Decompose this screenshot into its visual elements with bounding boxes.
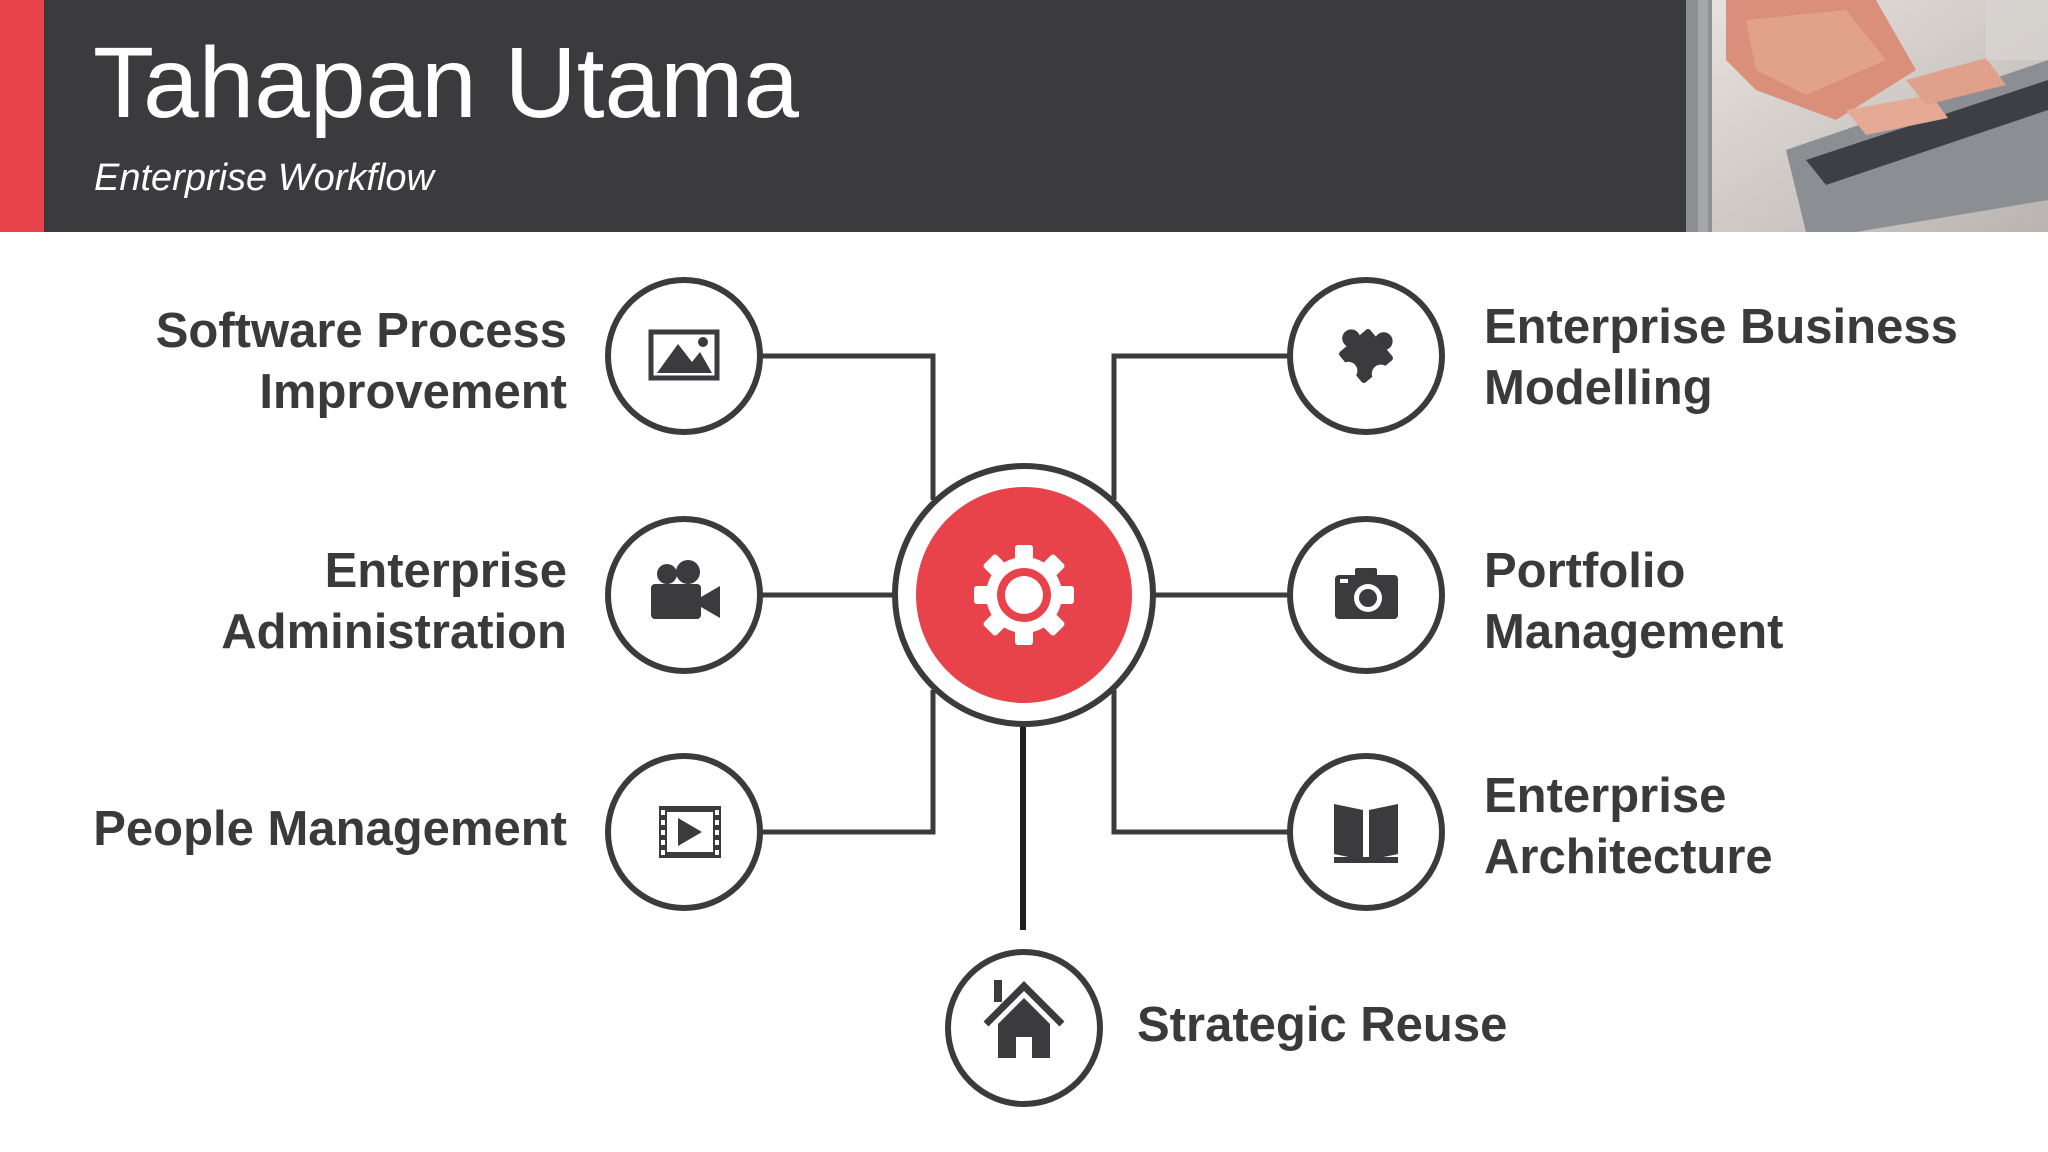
node-portfolio-mgmt — [1287, 516, 1445, 674]
gear-icon — [974, 545, 1074, 645]
node-enterprise-admin — [605, 516, 763, 674]
label-enterprise-business: Enterprise Business Modelling — [1484, 300, 1958, 415]
home-icon — [983, 980, 1065, 1058]
node-enterprise-arch — [1287, 753, 1445, 911]
page-subtitle: Enterprise Workflow — [94, 157, 434, 199]
camera-icon — [1335, 568, 1398, 619]
label-software-process: Software Process Improvement — [155, 304, 567, 419]
accent-bar — [0, 0, 44, 232]
node-software-process — [605, 277, 763, 435]
page-title: Tahapan Utama — [93, 27, 800, 139]
label-enterprise-arch: Enterprise Architecture — [1484, 769, 1773, 884]
header-photo — [1686, 0, 2048, 232]
video-camera-icon — [651, 560, 720, 619]
center-hub — [892, 463, 1156, 727]
node-strategic-reuse — [945, 949, 1103, 1107]
label-enterprise-admin: Enterprise Administration — [221, 544, 567, 659]
label-strategic-reuse: Strategic Reuse — [1137, 998, 1508, 1052]
label-people-mgmt: People Management — [93, 802, 567, 856]
book-icon — [1334, 804, 1398, 863]
node-people-mgmt — [605, 753, 763, 911]
label-portfolio-mgmt: Portfolio Management — [1484, 544, 1784, 659]
puzzle-icon — [1339, 329, 1393, 383]
film-icon — [659, 806, 721, 858]
image-icon — [648, 329, 720, 381]
node-enterprise-business — [1287, 277, 1445, 435]
connector-lines — [758, 353, 1290, 930]
